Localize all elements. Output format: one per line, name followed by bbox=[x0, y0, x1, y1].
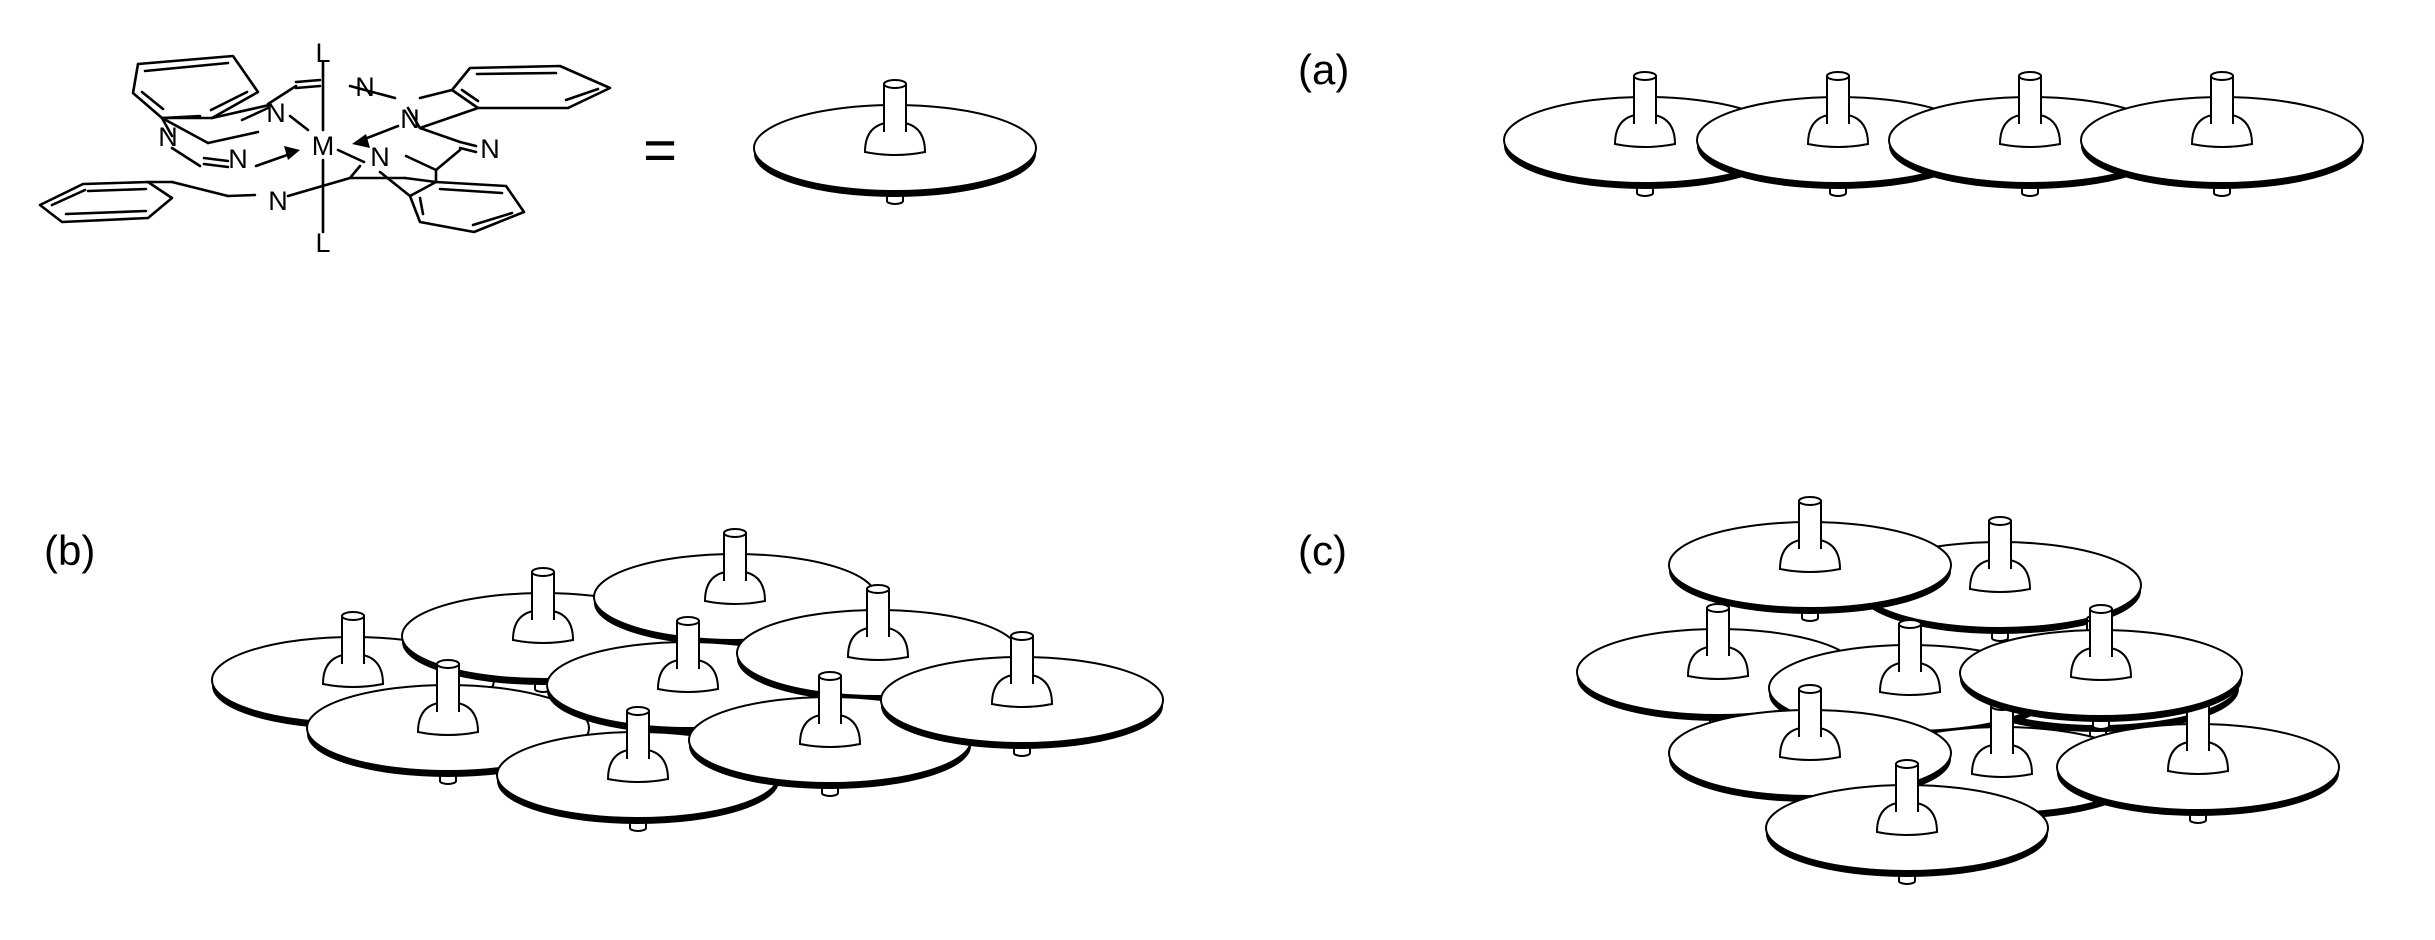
coordination-arrows bbox=[254, 124, 400, 168]
pyrrole-n-bottom-right: N bbox=[370, 142, 390, 172]
panel-c-label: (c) bbox=[1298, 527, 1347, 574]
aza-n-left: N bbox=[158, 122, 178, 152]
metal-label: M bbox=[312, 131, 335, 161]
ligand-bottom-label: L bbox=[315, 228, 330, 258]
equals-sign: = bbox=[643, 118, 677, 183]
disc-model-single bbox=[753, 79, 1037, 205]
panel-b-layer-arrangement bbox=[211, 528, 1164, 832]
macrocycle-bonds bbox=[146, 60, 480, 234]
panel-a-disc-4 bbox=[2080, 71, 2364, 197]
pyrrole-n-top-left: N bbox=[266, 98, 286, 128]
panel-c-stack-arrangement bbox=[1576, 496, 2340, 885]
benzo-ring-top-right bbox=[450, 64, 612, 110]
aza-n-top: N bbox=[355, 72, 375, 102]
panel-c-disc-9 bbox=[1765, 759, 2049, 885]
ligand-top-label: L bbox=[315, 38, 330, 68]
phthalocyanine-structure: L L M N N N N N N N N bbox=[38, 38, 612, 258]
disc-model bbox=[753, 79, 1037, 205]
arrow-head-left bbox=[284, 146, 300, 160]
panel-a-row-arrangement bbox=[1503, 71, 2364, 197]
panel-c-disc-8 bbox=[1668, 684, 1952, 810]
benzo-ring-top-left bbox=[131, 54, 260, 120]
arrow-head-right bbox=[352, 134, 370, 148]
benzo-ring-bottom-left bbox=[38, 180, 174, 224]
panel-c-disc-2 bbox=[1668, 496, 1952, 622]
panel-c-disc-7 bbox=[2056, 698, 2340, 824]
panel-b-label: (b) bbox=[44, 527, 95, 574]
panel-c-disc-10 bbox=[1959, 604, 2243, 730]
pyrrole-n-bottom-left: N bbox=[228, 144, 248, 174]
pyrrole-n-top-right: N bbox=[400, 104, 420, 134]
aza-n-right: N bbox=[480, 134, 500, 164]
benzo-ring-bottom-right bbox=[408, 180, 526, 234]
aza-n-bottom: N bbox=[268, 186, 288, 216]
panel-b-disc-9 bbox=[880, 631, 1164, 757]
panel-a-label: (a) bbox=[1298, 46, 1349, 93]
panel-b-disc-4 bbox=[306, 659, 590, 785]
